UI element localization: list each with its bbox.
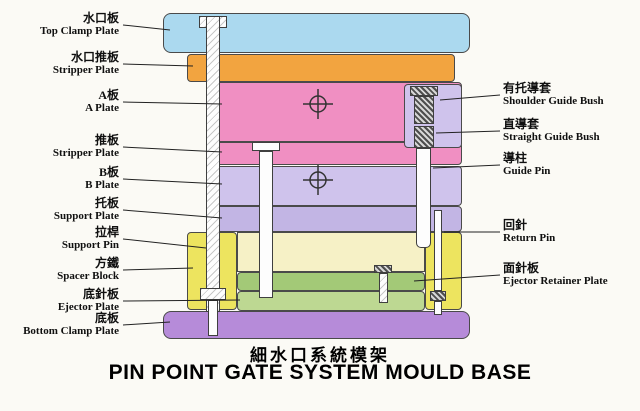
label-bottom-clamp-plate: 底板 Bottom Clamp Plate [23,311,119,338]
support-pin [206,16,220,312]
support-pin-nut [200,288,226,300]
label-support-plate: 托板 Support Plate [53,196,119,223]
return-pin-nut [430,291,446,301]
label-straight-guide-bush: 直導套 Straight Guide Bush [503,117,600,144]
puller-stud [208,300,218,336]
ejector-bolt [379,273,388,303]
label-support-pin: 拉桿 Support Pin [61,225,119,252]
label-shoulder-guide-bush: 有托導套 Shoulder Guide Bush [503,81,604,108]
shoulder-guide-bush-flange [410,86,438,96]
shoulder-guide-bush [414,96,434,124]
ejector-retainer-plate [237,272,425,291]
label-b-plate: B板 B Plate [85,165,119,192]
return-pin-stud [434,301,442,315]
label-ejector-plate: 底針板 Ejector Plate [57,287,119,314]
return-pin [434,210,442,291]
label-spacer-block: 方鐵 Spacer Block [57,256,119,283]
ejector-bolt-head [374,265,392,273]
label-ejector-retainer-plate: 面針板 Ejector Retainer Plate [503,261,608,288]
label-guide-pin: 導柱 Guide Pin [503,151,551,178]
label-stripper-plate-top: 水口推板 Stripper Plate [52,50,119,77]
label-a-plate: A板 A Plate [85,88,119,115]
center-pin [259,151,273,298]
straight-guide-bush [414,126,434,148]
guide-pin [416,148,431,248]
center-pin-head [252,142,280,151]
title-chinese: 細水口系統模架 [250,346,390,365]
label-return-pin: 回針 Return Pin [503,218,556,245]
stripper-plate-top [187,54,455,82]
label-top-clamp-plate: 水口板 Top Clamp Plate [39,11,119,38]
title-english: PIN POINT GATE SYSTEM MOULD BASE [108,361,532,384]
label-stripper-plate-mid: 推板 Stripper Plate [52,133,119,160]
